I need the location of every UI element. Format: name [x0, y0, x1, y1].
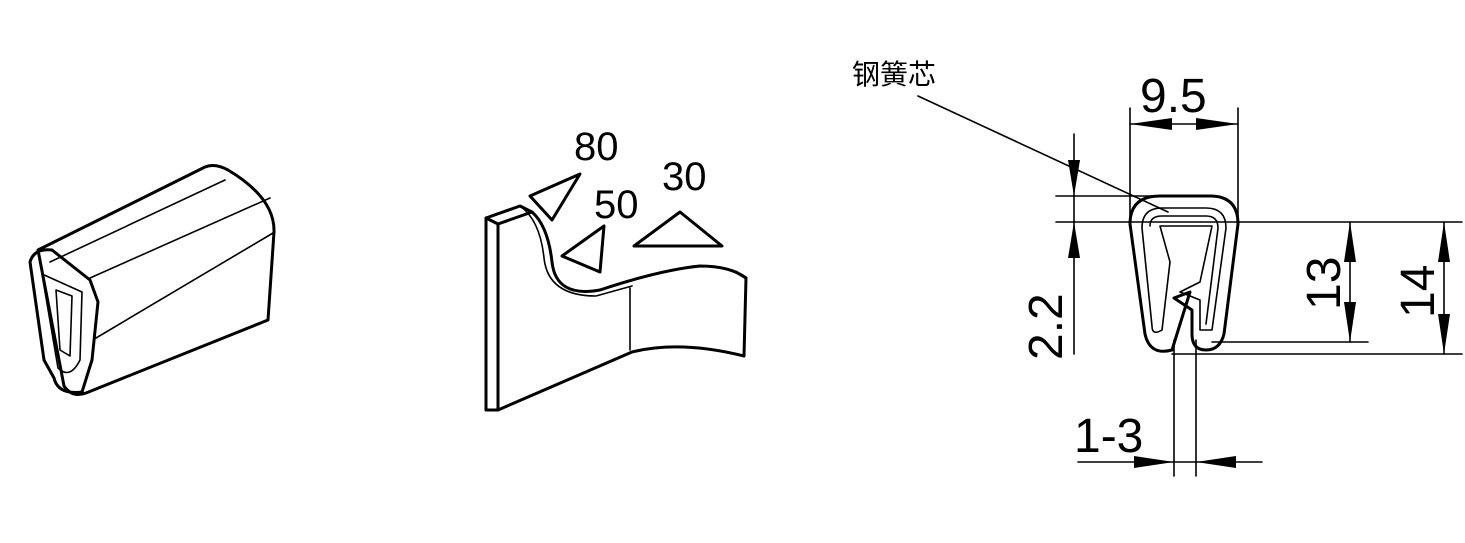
- lip-dimension-label: 2.2: [1020, 293, 1073, 360]
- strip-end-profile: [28, 248, 100, 394]
- section-inner-profile: [1141, 207, 1227, 334]
- inner-height-dimension-label: 13: [1298, 257, 1351, 310]
- grip-flat-panel: [484, 204, 534, 412]
- strip-crease-line-2: [95, 232, 274, 339]
- strip-end-inner: [41, 273, 83, 374]
- angle-label-top: 80: [574, 125, 619, 169]
- strip-top-edge: [49, 179, 226, 263]
- angle-symbol-middle: [560, 224, 606, 274]
- inner-height-arrow-top: [1344, 222, 1356, 262]
- lip-arrow-top: [1068, 160, 1080, 196]
- width-dimension-label: 9.5: [1140, 70, 1207, 123]
- inner-height-arrow-bottom: [1344, 302, 1356, 342]
- total-height-arrow-bottom: [1438, 314, 1450, 354]
- strip-body-outline: [36, 164, 276, 396]
- grip-range-label: 1-3: [1074, 410, 1143, 463]
- callout-label: 钢簧芯: [852, 59, 936, 90]
- total-height-arrow-top: [1438, 222, 1450, 262]
- grip-panel-side: [496, 270, 748, 412]
- strip-end-slot: [55, 289, 73, 357]
- total-height-dimension-label: 14: [1392, 265, 1445, 318]
- section-spring-core: [1149, 215, 1219, 325]
- grip-fin-inner: [519, 205, 633, 297]
- cross-section-view: 9.5 2.2 13 14 1-3 钢簧芯: [852, 59, 1463, 477]
- angle-symbol-top: [528, 172, 582, 222]
- width-arrow-left: [1130, 118, 1172, 130]
- callout-leader-line: [917, 95, 1169, 213]
- strip-crease-line: [89, 197, 271, 279]
- angle-label-right: 30: [662, 155, 707, 199]
- grip-arrow-left: [1134, 456, 1174, 468]
- lip-arrow-bottom: [1068, 222, 1080, 258]
- angle-label-middle: 50: [594, 183, 639, 227]
- grip-angle-view: 80 50 30: [484, 125, 748, 412]
- grip-fin-profile: [530, 210, 748, 293]
- angle-symbol-right: [632, 210, 724, 248]
- width-arrow-right: [1196, 118, 1238, 130]
- isometric-strip-view: [28, 164, 276, 396]
- grip-arrow-right: [1196, 456, 1236, 468]
